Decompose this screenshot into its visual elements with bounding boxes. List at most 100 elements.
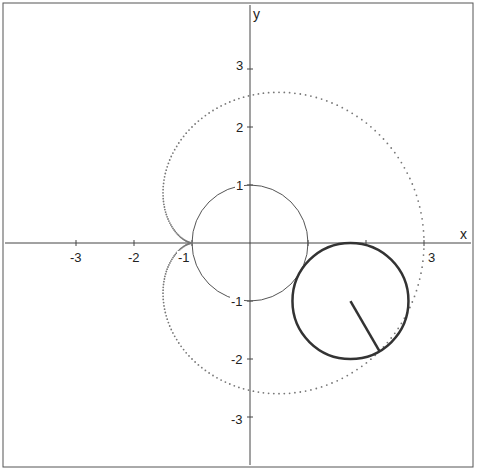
curve-dot [233, 385, 235, 387]
curve-dot [174, 335, 176, 337]
curve-dot [169, 262, 171, 264]
curve-dot [229, 383, 231, 385]
tick-label: 3 [235, 59, 244, 72]
curve-dot [174, 231, 176, 233]
curve-dot [191, 242, 193, 244]
curve-dot [191, 242, 193, 244]
curve-dot [315, 388, 317, 390]
curve-dot [273, 92, 275, 94]
curve-dot [423, 242, 425, 244]
tick-label: 1 [235, 179, 244, 192]
curve-dot [188, 355, 190, 357]
curve-dot [165, 211, 167, 213]
tick-label: 2 [235, 121, 244, 134]
curve-dot [423, 230, 425, 232]
curve-dot [173, 229, 175, 231]
curve-dot [361, 365, 363, 367]
curve-dot [162, 198, 164, 200]
curve-dot [283, 393, 285, 395]
curve-dot [164, 308, 166, 310]
rolling-circle [292, 243, 408, 359]
curve-dot [305, 94, 307, 96]
curve-dot [423, 236, 425, 238]
curve-dot [170, 224, 172, 226]
cardioid-dotted-curve [162, 91, 425, 394]
curve-dot [336, 380, 338, 382]
curve-dot [180, 139, 182, 141]
curve-dot [183, 239, 185, 241]
curve-dot [341, 107, 343, 109]
curve-dot [185, 352, 187, 354]
curve-dot [417, 200, 419, 202]
curve-dot [183, 136, 185, 138]
curve-dot [190, 242, 192, 244]
curve-dot [208, 112, 210, 114]
curve-dot [370, 126, 372, 128]
curve-dot [170, 156, 172, 158]
curve-dot [191, 358, 193, 360]
curve-dot [258, 391, 260, 393]
curve-dot [163, 284, 165, 286]
curve-dot [168, 220, 170, 222]
x-tick [134, 240, 135, 246]
curve-dot [163, 201, 165, 203]
curve-dot [168, 163, 170, 165]
curve-dot [414, 296, 416, 298]
curve-dot [162, 299, 164, 301]
curve-dot [165, 273, 167, 275]
curve-dot [162, 289, 164, 291]
curve-dot [191, 242, 193, 244]
curve-dot [419, 278, 421, 280]
curve-dot [248, 95, 250, 97]
curve-dot [162, 186, 164, 188]
curve-dot [422, 224, 424, 226]
curve-dot [187, 241, 189, 243]
curve-dot [162, 295, 164, 297]
y-tick [247, 127, 253, 128]
curve-dot [187, 241, 189, 243]
curve-dot [171, 226, 173, 228]
curve-dot [216, 377, 218, 379]
curve-dot [167, 266, 169, 268]
curve-dot [162, 286, 164, 288]
curve-dot [253, 94, 255, 96]
y-tick [247, 69, 253, 70]
curve-dot [163, 203, 165, 205]
x-tick [424, 240, 425, 246]
curve-dot [416, 194, 418, 196]
curve-dot [170, 329, 172, 331]
x-axis [5, 243, 471, 244]
curve-dot [201, 117, 203, 119]
curve-dot [351, 372, 353, 374]
curve-dot [166, 318, 168, 320]
curve-dot [183, 349, 185, 351]
curve-dot [401, 323, 403, 325]
curve-dot [164, 209, 166, 211]
curve-dot [310, 95, 312, 97]
curve-dot [321, 98, 323, 100]
curve-dot [268, 392, 270, 394]
curve-dot [170, 260, 172, 262]
curve-dot [401, 162, 403, 164]
curve-dot [419, 206, 421, 208]
curve-dot [225, 103, 227, 105]
curve-dot [356, 369, 358, 371]
curve-dot [421, 266, 423, 268]
curve-dot [191, 242, 193, 244]
curve-dot [182, 238, 184, 240]
curve-dot [169, 325, 171, 327]
curve-dot [186, 244, 188, 246]
curve-dot [205, 370, 207, 372]
curve-dot [411, 183, 413, 185]
curve-dot [268, 92, 270, 94]
curve-dot [263, 392, 265, 394]
curve-dot [243, 388, 245, 390]
curve-dot [191, 242, 193, 244]
curve-dot [194, 123, 196, 125]
curve-dot [186, 240, 188, 242]
curve-dot [184, 239, 186, 241]
y-tick [247, 417, 253, 418]
curve-dot [278, 91, 280, 93]
curve-dot [175, 232, 177, 234]
